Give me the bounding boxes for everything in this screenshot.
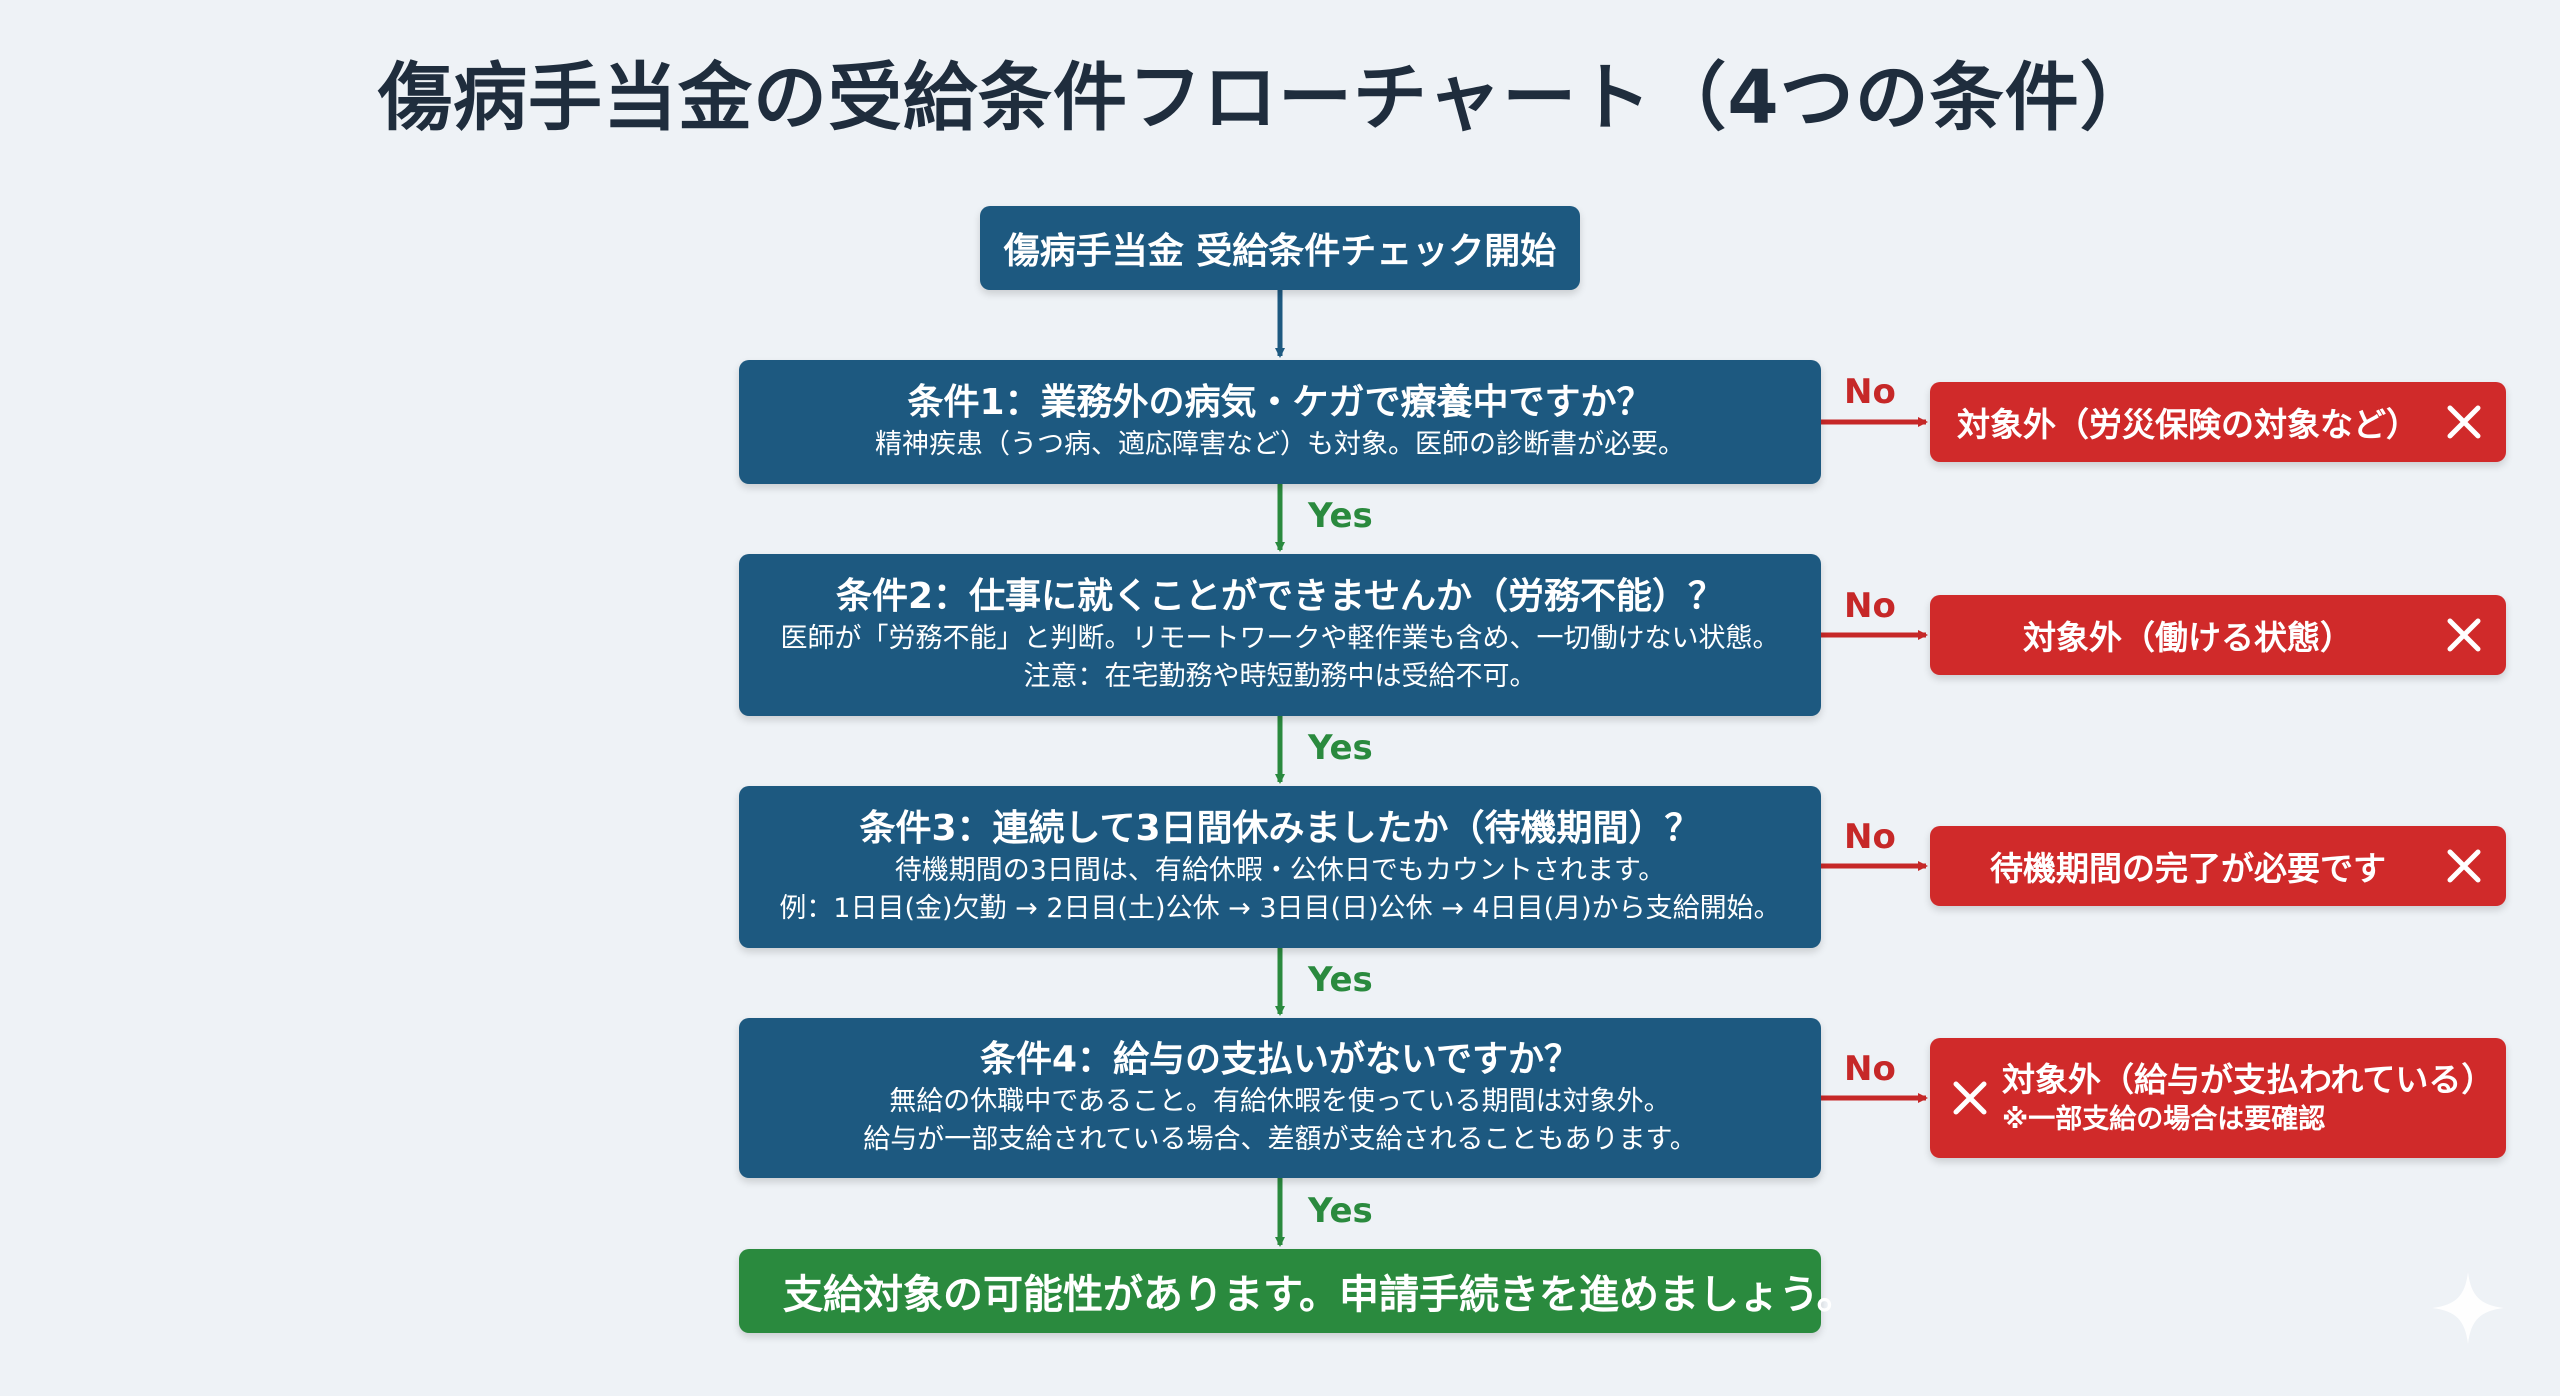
start-node: 傷病手当金 受給条件チェック開始 bbox=[980, 206, 1580, 290]
condition-2-heading: 条件2：仕事に就くことができませんか（労務不能）？ bbox=[836, 576, 1724, 617]
condition-2-detail-2: 注意：在宅勤務や時短勤務中は受給不可。 bbox=[1023, 661, 1537, 692]
outcome-1-node: 対象外（労災保険の対象など） bbox=[1930, 382, 2506, 462]
condition-4-detail-1: 無給の休職中であること。有給休暇を使っている期間は対象外。 bbox=[889, 1086, 1671, 1117]
condition-4-detail-2: 給与が一部支給されている場合、差額が支給されることもあります。 bbox=[863, 1124, 1697, 1155]
result-label: 支給対象の可能性があります。申請手続きを進めましょう。 bbox=[783, 1272, 1857, 1318]
no-label-3: No bbox=[1844, 817, 1896, 857]
condition-3-detail-1: 待機期間の3日間は、有給休暇・公休日でもカウントされます。 bbox=[894, 855, 1666, 886]
no-label-4: No bbox=[1844, 1049, 1896, 1089]
condition-3-node: 条件3：連続して3日間休みましたか（待機期間）？ 待機期間の3日間は、有給休暇・… bbox=[739, 786, 1821, 948]
outcome-4-label: 対象外（給与が支払われている） bbox=[2002, 1060, 2495, 1099]
close-icon bbox=[1953, 1081, 1987, 1115]
outcome-3-label: 待機期間の完了が必要です bbox=[1990, 849, 2386, 888]
outcome-4-node: 対象外（給与が支払われている） ※一部支給の場合は要確認 bbox=[1930, 1038, 2506, 1158]
no-label-2: No bbox=[1844, 586, 1896, 626]
condition-2-detail-1: 医師が「労務不能」と判断。リモートワークや軽作業も含め、一切働けない状態。 bbox=[780, 623, 1780, 654]
close-icon bbox=[2447, 849, 2481, 883]
start-label: 傷病手当金 受給条件チェック開始 bbox=[1003, 231, 1557, 272]
condition-4-node: 条件4：給与の支払いがないですか？ 無給の休職中であること。有給休暇を使っている… bbox=[739, 1018, 1821, 1178]
page-title: 傷病手当金の受給条件フローチャート（4つの条件） bbox=[378, 55, 2155, 141]
condition-1-node: 条件1：業務外の病気・ケガで療養中ですか？ 精神疾患（うつ病、適応障害など）も対… bbox=[739, 360, 1821, 484]
condition-3-detail-2: 例：1日目(金)欠勤 → 2日目(土)公休 → 3日目(日)公休 → 4日目(月… bbox=[779, 893, 1781, 924]
outcome-4-note: ※一部支給の場合は要確認 bbox=[2002, 1104, 2326, 1135]
outcome-1-label: 対象外（労災保険の対象など） bbox=[1957, 405, 2419, 444]
condition-4-heading: 条件4：給与の支払いがないですか？ bbox=[980, 1039, 1580, 1080]
condition-2-node: 条件2：仕事に就くことができませんか（労務不能）？ 医師が「労務不能」と判断。リ… bbox=[739, 554, 1821, 716]
condition-3-heading: 条件3：連続して3日間休みましたか（待機期間）？ bbox=[859, 808, 1701, 849]
yes-label-1: Yes bbox=[1308, 496, 1373, 536]
close-icon bbox=[2447, 618, 2481, 652]
result-node: 支給対象の可能性があります。申請手続きを進めましょう。 bbox=[739, 1249, 1857, 1333]
condition-1-detail-1: 精神疾患（うつ病、適応障害など）も対象。医師の診断書が必要。 bbox=[875, 429, 1685, 460]
outcome-3-node: 待機期間の完了が必要です bbox=[1930, 826, 2506, 906]
outcome-2-node: 対象外（働ける状態） bbox=[1930, 595, 2506, 675]
close-icon bbox=[2447, 405, 2481, 439]
yes-label-2: Yes bbox=[1308, 728, 1373, 768]
no-label-1: No bbox=[1844, 372, 1896, 412]
yes-label-4: Yes bbox=[1308, 1191, 1373, 1231]
outcome-2-label: 対象外（働ける状態） bbox=[2023, 618, 2353, 657]
sparkle-icon bbox=[2432, 1272, 2504, 1344]
yes-label-3: Yes bbox=[1308, 960, 1373, 1000]
condition-1-heading: 条件1：業務外の病気・ケガで療養中ですか？ bbox=[907, 382, 1653, 423]
